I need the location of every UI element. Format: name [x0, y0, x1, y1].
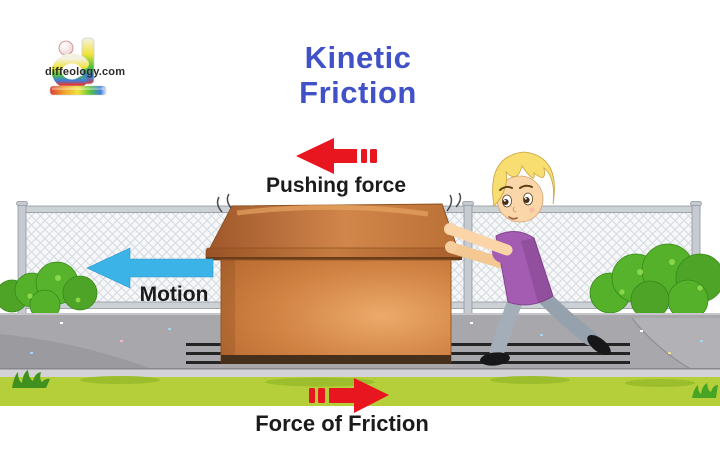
title-line-1: Kinetic — [304, 40, 412, 75]
boy-front-shoe — [480, 352, 510, 366]
bush-right — [589, 243, 720, 321]
boy-back-arm — [446, 242, 511, 270]
page-title: Kinetic Friction — [299, 40, 417, 110]
boy-back-shoe — [587, 334, 611, 356]
crate-body — [220, 259, 452, 363]
logo-bowl — [51, 53, 89, 90]
motion-marks — [216, 192, 462, 213]
boy-eyes — [501, 192, 534, 208]
friction-arrow — [309, 378, 389, 413]
diffeology-logo — [49, 37, 107, 96]
title-line-2: Friction — [299, 75, 417, 110]
pushing-force-label: Pushing force — [265, 174, 407, 197]
bush-left — [0, 261, 98, 321]
sidewalk-curb — [0, 369, 720, 378]
boy-mouth — [508, 216, 518, 220]
logo-ball-icon — [58, 40, 74, 56]
boy-nose — [512, 206, 517, 213]
friction-label: Force of Friction — [255, 411, 429, 436]
logo-base — [49, 85, 107, 96]
boy-front-arm — [446, 224, 513, 256]
boy-hair — [492, 151, 555, 207]
motion-label: Motion — [139, 283, 209, 306]
wooden-crate — [205, 192, 463, 364]
boy-brows — [499, 184, 533, 191]
crate-base — [221, 355, 451, 364]
pushing-force-arrow — [296, 138, 377, 174]
boy-pushing-crate — [444, 151, 611, 366]
grass-tuft-right — [692, 383, 718, 398]
grass-tuft-left — [12, 370, 50, 388]
motion-arrow — [86, 247, 214, 289]
sidewalk-curb-line — [0, 368, 720, 370]
skid-rails — [186, 343, 630, 364]
